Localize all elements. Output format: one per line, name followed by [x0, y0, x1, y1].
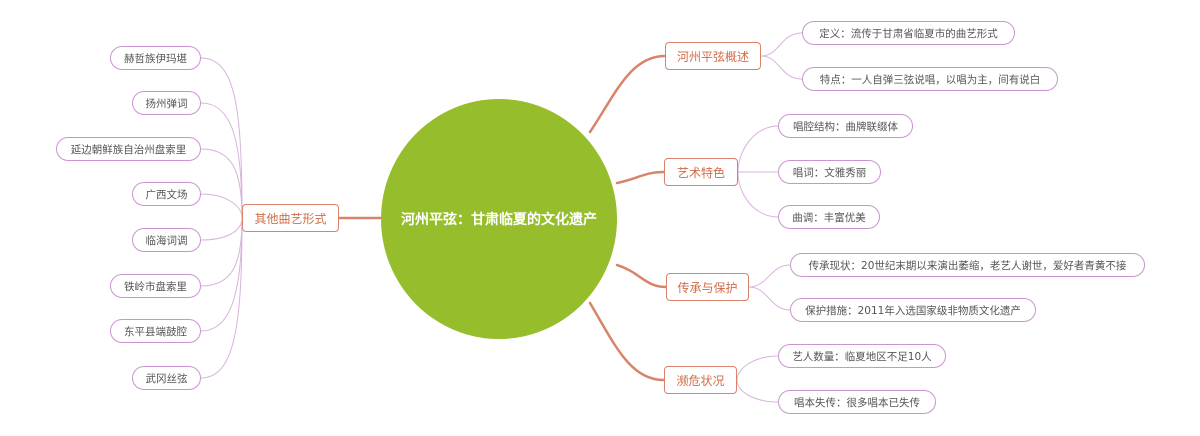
leaf-other-form-2[interactable]: 扬州弹词 [132, 91, 201, 115]
link-overview-leaf2 [760, 55, 803, 80]
link-center-endangered [588, 301, 666, 382]
link-others-leaf2 [200, 102, 243, 219]
leaf-definition[interactable]: 定义：流传于甘肃省临夏市的曲艺形式 [802, 21, 1015, 45]
leaf-other-form-4[interactable]: 广西文场 [132, 182, 201, 206]
link-others-leaf7 [200, 217, 243, 332]
leaf-scripts-lost[interactable]: 唱本失传：很多唱本已失传 [778, 390, 936, 414]
branch-overview[interactable]: 河州平弦概述 [665, 42, 761, 70]
leaf-other-form-5[interactable]: 临海词调 [132, 228, 201, 252]
link-others-leaf6 [200, 217, 243, 287]
leaf-other-form-8[interactable]: 武冈丝弦 [132, 366, 201, 390]
leaf-other-form-1[interactable]: 赫哲族伊玛堪 [110, 46, 201, 70]
leaf-other-form-7[interactable]: 东平县端鼓腔 [110, 319, 201, 343]
leaf-other-form-6[interactable]: 铁岭市盘索里 [110, 274, 201, 298]
link-art-leaf3 [737, 171, 779, 218]
link-others-leaf1 [200, 57, 243, 219]
leaf-vocal-structure[interactable]: 唱腔结构：曲牌联缀体 [778, 114, 913, 138]
link-others-leaf4 [200, 193, 243, 219]
branch-other-forms[interactable]: 其他曲艺形式 [242, 204, 339, 232]
link-others-leaf3 [200, 148, 243, 219]
branch-inheritance[interactable]: 传承与保护 [666, 273, 749, 301]
link-heritage-leaf2 [748, 286, 791, 311]
link-endangered-leaf1 [736, 355, 779, 381]
central-topic[interactable]: 河州平弦：甘肃临夏的文化遗产 [381, 99, 617, 339]
branch-endangered[interactable]: 濒危状况 [664, 366, 737, 394]
link-center-heritage [615, 263, 668, 289]
link-center-overview [588, 54, 667, 134]
branch-art-features[interactable]: 艺术特色 [664, 158, 738, 186]
link-others-leaf5 [200, 217, 243, 241]
link-endangered-leaf2 [736, 379, 779, 403]
link-others-leaf8 [200, 217, 243, 379]
leaf-other-form-3[interactable]: 延边朝鲜族自治州盘索里 [56, 137, 201, 161]
leaf-melody[interactable]: 曲调：丰富优美 [778, 205, 880, 229]
leaf-artist-count[interactable]: 艺人数量：临夏地区不足10人 [778, 344, 946, 368]
link-heritage-leaf1 [748, 264, 791, 288]
leaf-protection-measures[interactable]: 保护措施：2011年入选国家级非物质文化遗产 [790, 298, 1036, 322]
leaf-inheritance-status[interactable]: 传承现状：20世纪末期以来演出萎缩，老艺人谢世，爱好者青黄不接 [790, 253, 1145, 277]
leaf-features[interactable]: 特点：一人自弹三弦说唱，以唱为主，间有说白 [802, 67, 1058, 91]
leaf-lyrics[interactable]: 唱词：文雅秀丽 [778, 160, 881, 184]
link-center-art [615, 170, 666, 185]
link-overview-leaf1 [760, 32, 803, 57]
link-art-leaf1 [737, 125, 779, 173]
